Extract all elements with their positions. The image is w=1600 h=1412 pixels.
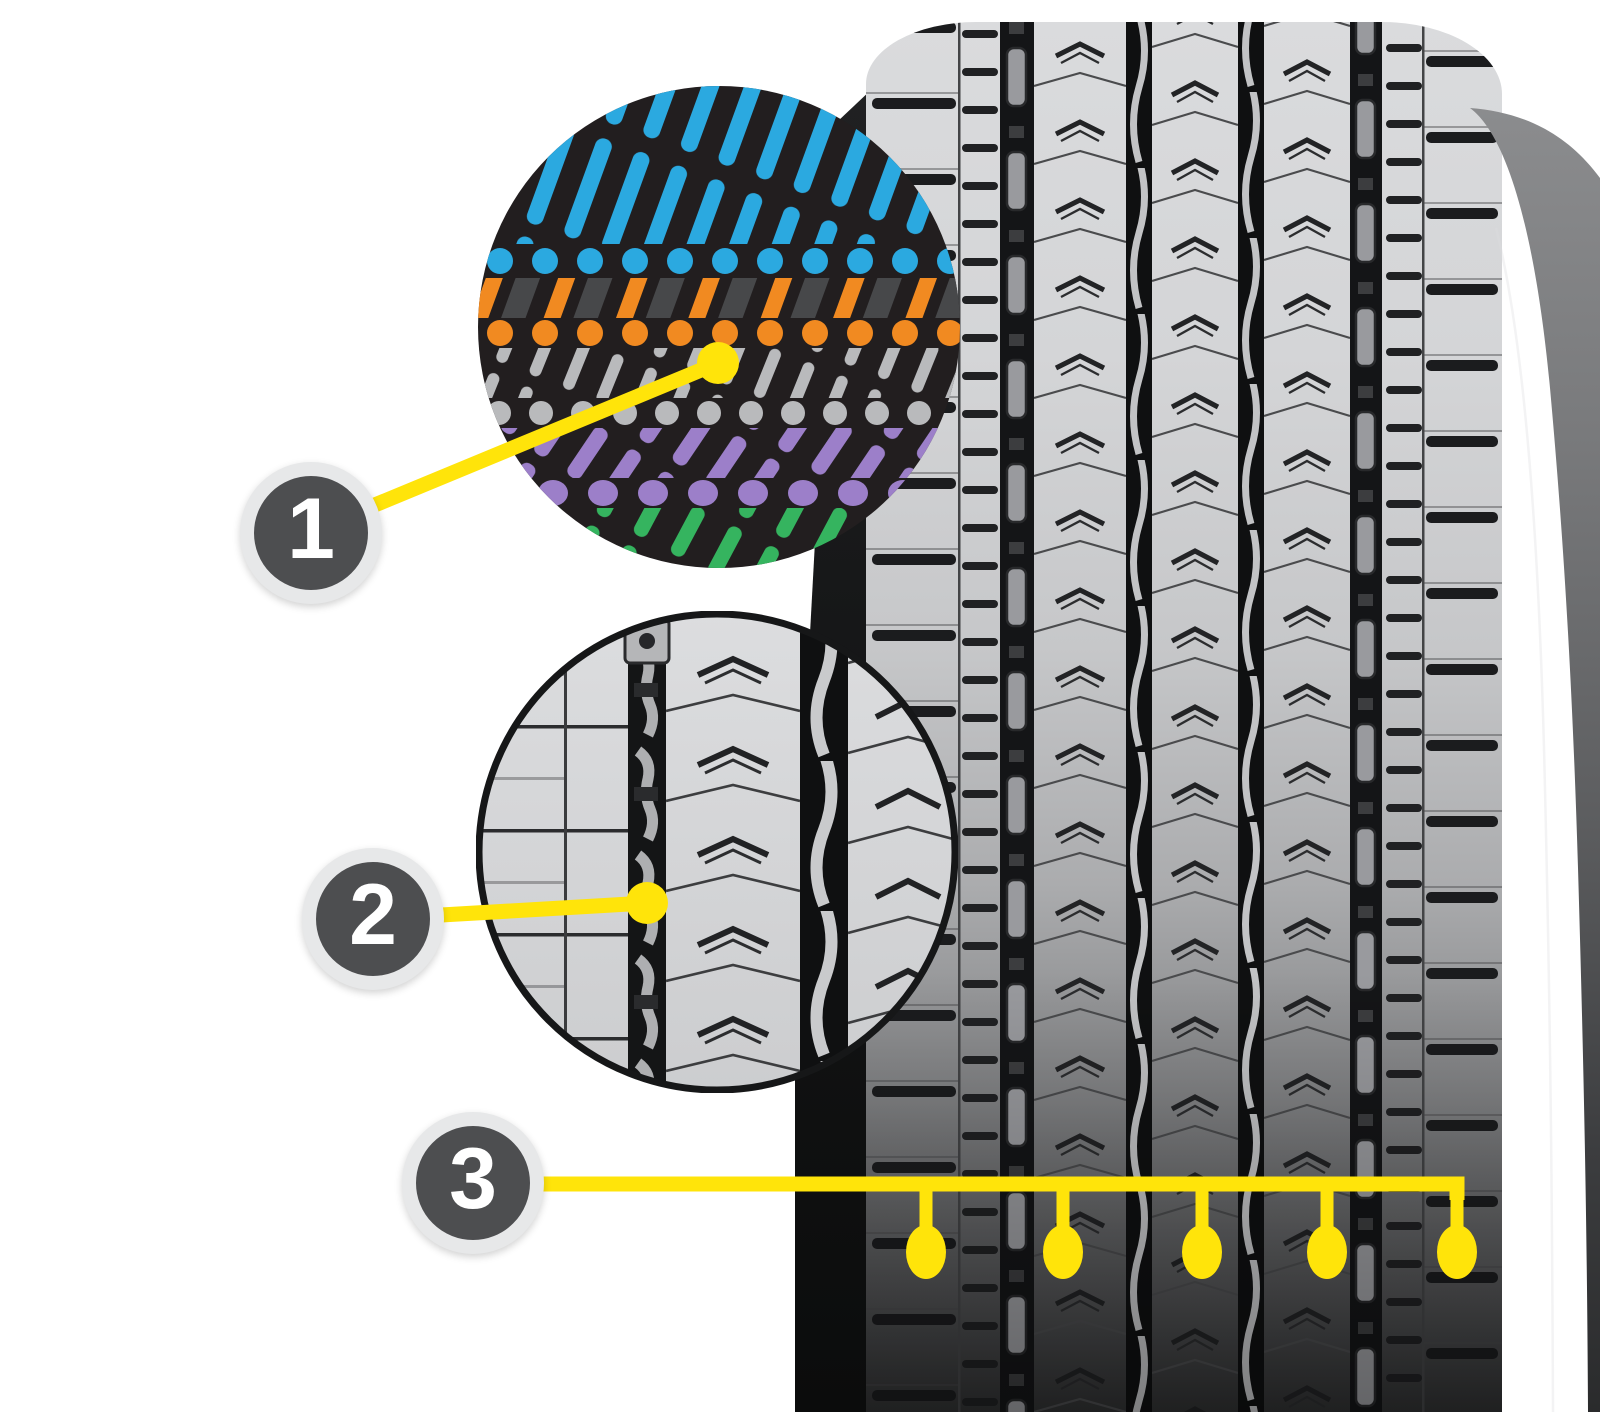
groove-detail-inset xyxy=(476,611,958,1093)
badge-2-number: 2 xyxy=(349,867,397,963)
callout-badge-2[interactable]: 2 xyxy=(302,848,444,990)
inset-ejector-groove xyxy=(623,614,671,1090)
layer-purple xyxy=(478,428,960,478)
inset-border xyxy=(476,611,958,1093)
tire-tread xyxy=(866,22,1502,1412)
inset-rib xyxy=(666,614,800,1090)
callout-badge-3[interactable]: 3 xyxy=(402,1112,544,1254)
badge-3-number: 3 xyxy=(449,1131,497,1227)
inset-zigzag-groove xyxy=(800,614,848,1090)
callout-badge-1[interactable]: 1 xyxy=(240,462,382,604)
compound-layers-inset xyxy=(478,86,960,568)
layer-blue xyxy=(478,86,960,244)
tire-right-sidewall xyxy=(1470,108,1600,1412)
layer-green xyxy=(478,508,960,568)
badge-1-number: 1 xyxy=(287,481,335,577)
inset-rib-right xyxy=(848,614,955,1090)
layer-silver xyxy=(478,348,960,398)
layer-orange xyxy=(478,278,960,318)
tread-texture xyxy=(866,22,1502,1412)
